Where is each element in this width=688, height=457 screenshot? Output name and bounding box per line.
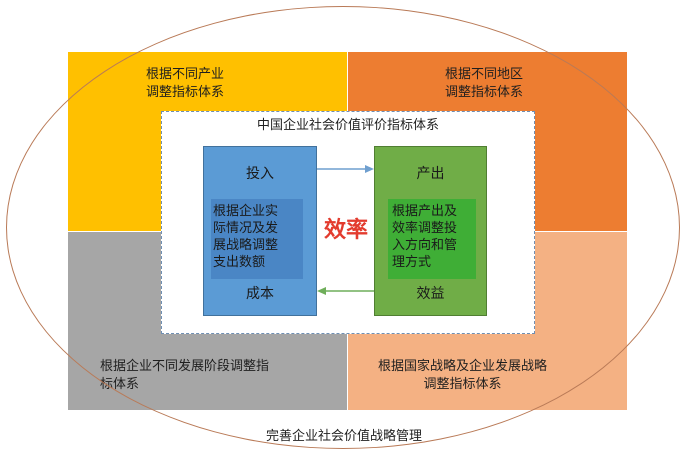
arrow-right-icon — [317, 165, 374, 173]
output-footer: 效益 — [416, 286, 445, 302]
quadrant-stage-label: 根据企业不同发展阶段调整指 标体系 — [100, 359, 270, 392]
output-description-panel — [388, 199, 476, 279]
evaluation-system-title: 中国企业社会价值评价指标体系 — [256, 118, 439, 133]
outer-label: 完善企业社会价值战略管理 — [265, 429, 422, 444]
quadrant-region-label: 根据不同地区 调整指标体系 — [445, 67, 524, 100]
input-description: 根据企业实 际情况及发 展战略调整 支出数额 — [213, 204, 279, 270]
arrow-left-icon — [317, 287, 374, 295]
quadrant-strategy-label: 根据国家战略及企业发展战略 调整指标体系 — [378, 359, 548, 392]
input-description-panel — [211, 199, 303, 279]
input-title: 投入 — [246, 166, 274, 182]
quadrant-industry-label: 根据不同产业 调整指标体系 — [146, 67, 225, 100]
efficiency-label: 效率 — [323, 218, 368, 243]
output-description: 根据产出及 效率调整投 入方向和管 理方式 — [392, 204, 458, 270]
output-title: 产出 — [416, 166, 445, 182]
input-footer: 成本 — [246, 286, 274, 302]
